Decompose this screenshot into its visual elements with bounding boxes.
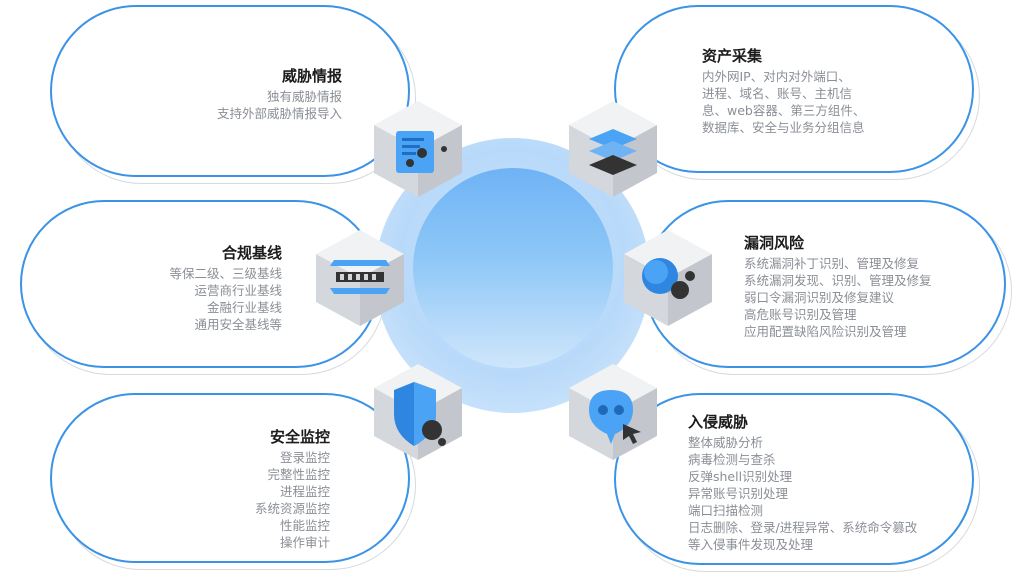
compliance-line: 通用安全基线等 [194,317,282,332]
compliance-line: 金融行业基线 [206,300,282,315]
center-inner-circle [413,168,613,368]
intrusion-line: 病毒检测与查杀 [688,452,776,467]
vulnerability-line: 系统漏洞补丁识别、管理及修复 [744,256,920,271]
asset-collection-card [614,5,974,173]
vulnerability-line: 高危账号识别及管理 [744,307,857,322]
vulnerability-text: 漏洞风险 系统漏洞补丁识别、管理及修复 系统漏洞发现、识别、管理及修复 弱口令漏… [744,233,932,340]
threat-intel-card [50,5,410,177]
security-monitor-title: 安全监控 [269,428,330,446]
intruder-pointer-icon [565,360,661,464]
security-monitor-text: 安全监控 登录监控 完整性监控 进程监控 系统资源监控 性能监控 操作审计 [255,427,330,551]
security-monitor-line: 操作审计 [279,535,330,550]
security-monitor-line: 系统资源监控 [254,501,330,516]
vulnerability-line: 系统漏洞发现、识别、管理及修复 [744,273,932,288]
shield-icon [370,360,466,464]
compliance-text: 合规基线 等保二级、三级基线 运营商行业基线 金融行业基线 通用安全基线等 [169,243,282,333]
intrusion-text: 入侵威胁 整体威胁分析 病毒检测与查杀 反弹shell识别处理 异常账号识别处理… [688,412,917,553]
threat-intel-line: 支持外部威胁情报导入 [216,106,342,121]
intrusion-line: 端口扫描检测 [688,503,764,518]
intrusion-line: 反弹shell识别处理 [688,469,793,484]
asset-collection-line: 进程、域名、账号、主机信 [702,86,853,101]
vulnerability-circle-icon [620,226,716,330]
vulnerability-title: 漏洞风险 [744,234,805,252]
threat-intel-text: 威胁情报 独有威胁情报 支持外部威胁情报导入 [217,66,342,122]
threat-intel-document-icon [370,97,466,201]
asset-collection-line: 息、web容器、第三方组件、 [702,103,866,118]
intrusion-line: 整体威胁分析 [688,435,764,450]
security-monitor-line: 完整性监控 [267,467,330,482]
asset-collection-text: 资产采集 内外网IP、对内对外端口、 进程、域名、账号、主机信 息、web容器、… [702,46,865,136]
baseline-rack-icon [312,226,408,330]
compliance-line: 运营商行业基线 [194,283,282,298]
security-monitor-line: 登录监控 [279,450,330,465]
layers-icon [565,97,661,201]
threat-intel-title: 威胁情报 [281,67,342,85]
compliance-title: 合规基线 [221,244,282,262]
intrusion-line: 等入侵事件发现及处理 [688,537,814,552]
asset-collection-line: 数据库、安全与业务分组信息 [702,120,865,135]
intrusion-title: 入侵威胁 [688,413,749,431]
asset-collection-line: 内外网IP、对内对外端口、 [702,69,851,84]
threat-intel-line: 独有威胁情报 [266,89,342,104]
security-monitor-line: 进程监控 [279,484,330,499]
compliance-line: 等保二级、三级基线 [169,266,282,281]
asset-collection-title: 资产采集 [702,47,763,65]
intrusion-line: 日志删除、登录/进程异常、系统命令篡改 [688,520,918,535]
intrusion-line: 异常账号识别处理 [688,486,789,501]
security-monitor-line: 性能监控 [279,518,330,533]
security-monitor-card [50,393,410,563]
vulnerability-line: 应用配置缺陷风险识别及管理 [744,324,907,339]
vulnerability-line: 弱口令漏洞识别及修复建议 [744,290,895,305]
intrusion-card [614,393,974,565]
